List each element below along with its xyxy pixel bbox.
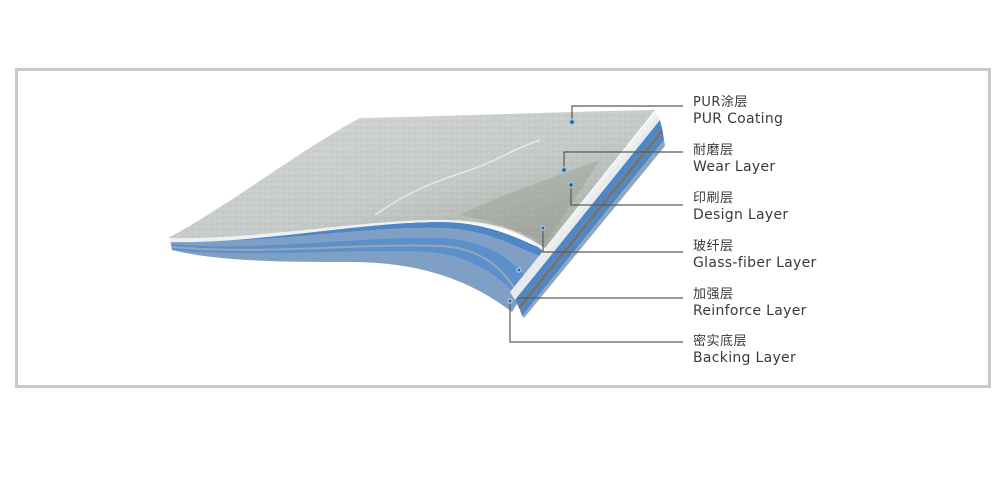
leader-line-pur-coating bbox=[571, 105, 683, 120]
coating-edge bbox=[170, 112, 657, 254]
leader-line-backing bbox=[509, 302, 683, 343]
label-en: PUR Coating bbox=[693, 111, 784, 127]
label-reinforce-layer: 加强层 Reinforce Layer bbox=[693, 286, 807, 320]
label-glass-fiber-layer: 玻纤层 Glass-fiber Layer bbox=[693, 238, 817, 272]
label-wear-layer: 耐磨层 Wear Layer bbox=[693, 142, 775, 176]
label-en: Reinforce Layer bbox=[693, 303, 807, 319]
label-zh: 耐磨层 bbox=[693, 143, 734, 158]
label-zh: PUR涂层 bbox=[693, 95, 748, 110]
label-zh: 玻纤层 bbox=[693, 239, 734, 254]
layer-stack-edge bbox=[170, 222, 545, 312]
label-zh: 密实底层 bbox=[693, 334, 748, 349]
label-en: Glass-fiber Layer bbox=[693, 255, 817, 271]
leader-lines bbox=[509, 105, 683, 343]
label-en: Wear Layer bbox=[693, 159, 776, 175]
marker-dot bbox=[567, 181, 575, 189]
marker-dots bbox=[507, 118, 576, 304]
surface-top bbox=[168, 110, 655, 248]
label-zh: 印刷层 bbox=[693, 191, 734, 206]
label-zh: 加强层 bbox=[693, 287, 734, 302]
label-en: Backing Layer bbox=[693, 350, 797, 366]
leader-line-glass-fiber bbox=[542, 228, 683, 253]
label-pur-coating: PUR涂层 PUR Coating bbox=[693, 94, 783, 128]
leader-line-wear-layer bbox=[563, 151, 683, 168]
marker-dot bbox=[568, 118, 576, 126]
marker-dot bbox=[516, 267, 522, 273]
leader-line-design-layer bbox=[570, 187, 683, 206]
layer-stack-right-edge bbox=[510, 112, 665, 318]
marker-dot bbox=[507, 298, 513, 304]
marker-dot bbox=[540, 225, 546, 231]
label-backing-layer: 密实底层 Backing Layer bbox=[693, 333, 796, 367]
marker-dot bbox=[560, 166, 568, 174]
label-design-layer: 印刷层 Design Layer bbox=[693, 190, 788, 224]
label-en: Design Layer bbox=[693, 207, 789, 223]
